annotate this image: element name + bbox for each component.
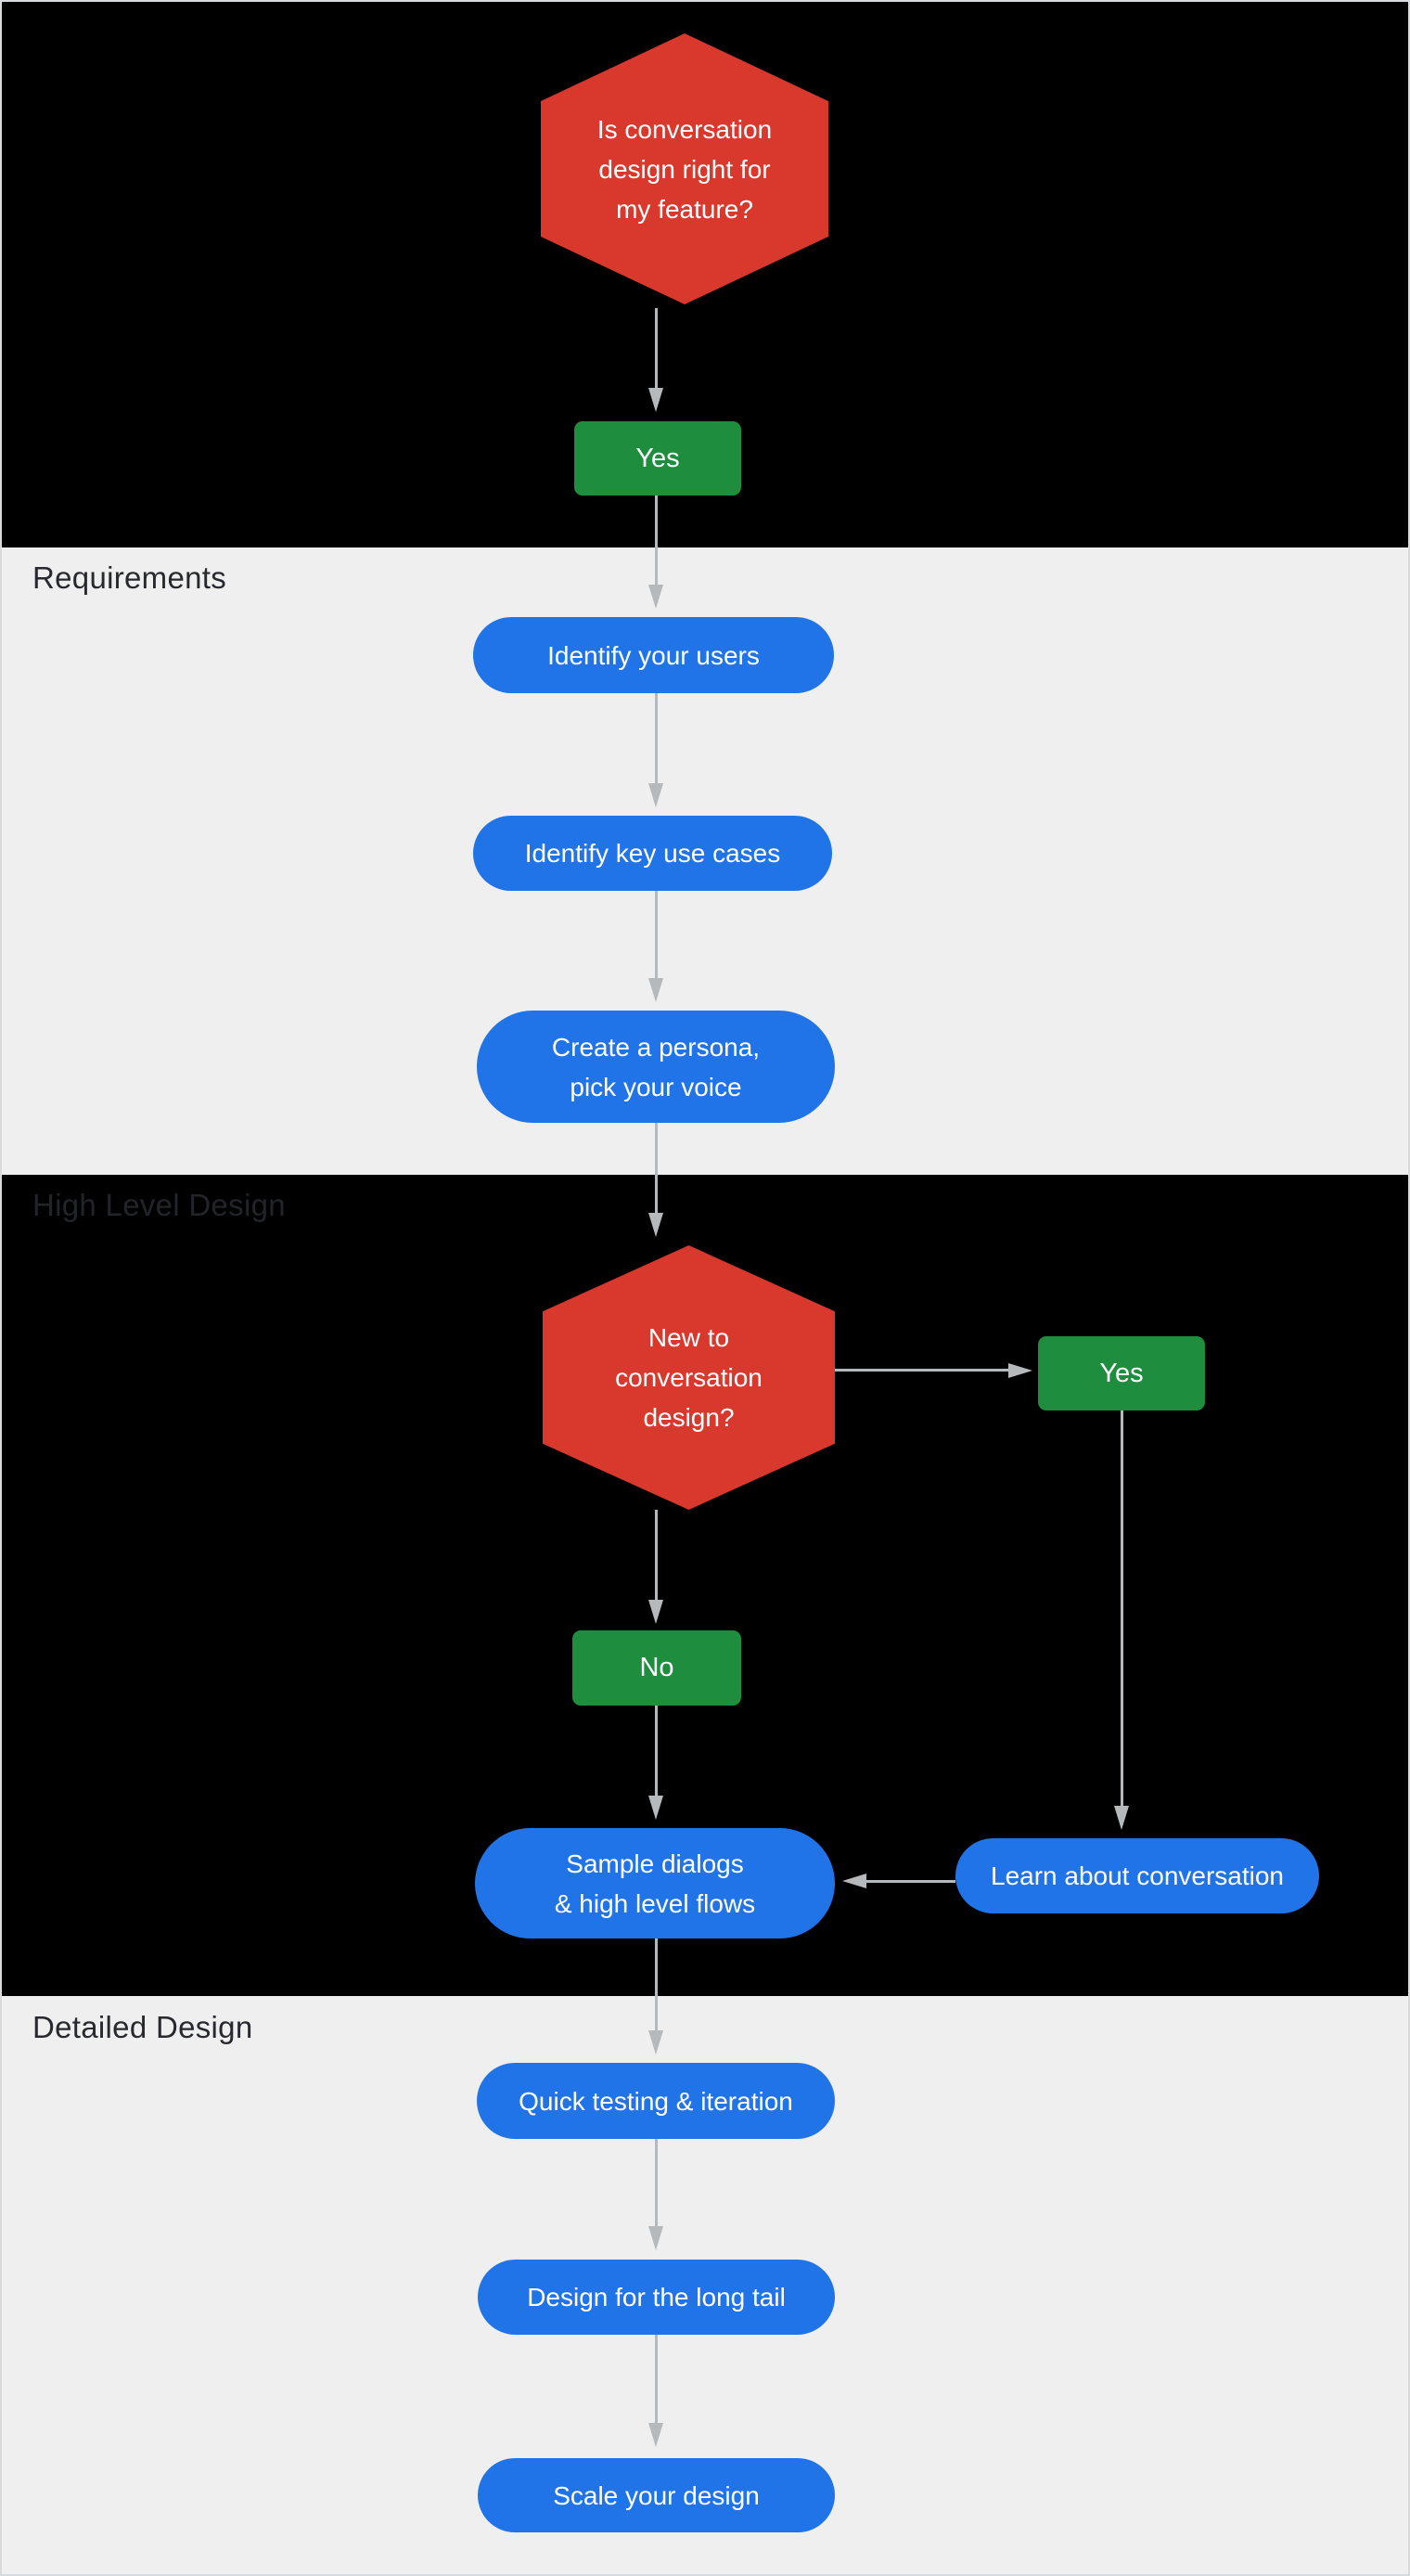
- arrow-line-decision2-no: [655, 1510, 658, 1600]
- arrowhead-down-icon: [648, 388, 663, 412]
- arrowhead-down-icon: [648, 1600, 663, 1624]
- decision-node-new-to-conversation-design[interactable]: New to conversation design?: [543, 1245, 835, 1510]
- arrowhead-right-icon: [1008, 1363, 1032, 1378]
- arrow-line-yes1-identify-users: [655, 496, 658, 586]
- arrow-line-sample-quick-testing: [655, 1938, 658, 2030]
- step-node-learn-about-conversation[interactable]: Learn about conversation: [955, 1838, 1319, 1913]
- answer-node-yes-1[interactable]: Yes: [574, 421, 741, 496]
- answer-node-yes-2[interactable]: Yes: [1038, 1336, 1205, 1410]
- arrow-line-decision1-yes: [655, 308, 658, 390]
- arrowhead-down-icon: [648, 2030, 663, 2054]
- step-node-create-persona[interactable]: Create a persona, pick your voice: [477, 1011, 835, 1123]
- step-node-quick-testing-iteration[interactable]: Quick testing & iteration: [477, 2063, 835, 2139]
- section-label-requirements: Requirements: [32, 560, 227, 595]
- section-label-high-level-design: High Level Design: [32, 1188, 286, 1222]
- step-node-identify-your-users[interactable]: Identify your users: [473, 617, 834, 693]
- arrowhead-left-icon: [842, 1874, 866, 1888]
- arrow-line-usecases-persona: [655, 891, 658, 980]
- arrow-line-quick-longtail: [655, 2139, 658, 2227]
- arrow-line-yes2-learn: [1121, 1410, 1123, 1807]
- arrow-line-users-usecases: [655, 693, 658, 785]
- step-node-scale-your-design[interactable]: Scale your design: [478, 2458, 835, 2532]
- answer-node-no[interactable]: No: [572, 1630, 741, 1706]
- arrow-line-longtail-scale: [655, 2335, 658, 2423]
- section-label-detailed-design: Detailed Design: [32, 2010, 253, 2044]
- step-node-sample-dialogs[interactable]: Sample dialogs & high level flows: [475, 1828, 835, 1938]
- arrowhead-down-icon: [648, 2423, 663, 2447]
- arrowhead-down-icon: [648, 1796, 663, 1820]
- arrowhead-down-icon: [648, 1213, 663, 1237]
- arrow-line-decision2-yes2: [779, 1369, 1008, 1372]
- step-node-design-long-tail[interactable]: Design for the long tail: [478, 2260, 835, 2335]
- arrow-line-learn-sample-dialogs: [865, 1880, 955, 1883]
- arrowhead-down-icon: [648, 2226, 663, 2250]
- arrow-line-persona-decision2: [655, 1123, 658, 1215]
- arrowhead-down-icon: [648, 585, 663, 609]
- arrowhead-down-icon: [648, 783, 663, 807]
- arrowhead-down-icon: [648, 978, 663, 1002]
- arrow-line-no-sample-dialogs: [655, 1706, 658, 1797]
- arrowhead-down-icon: [1114, 1806, 1129, 1830]
- step-node-identify-key-use-cases[interactable]: Identify key use cases: [473, 816, 832, 891]
